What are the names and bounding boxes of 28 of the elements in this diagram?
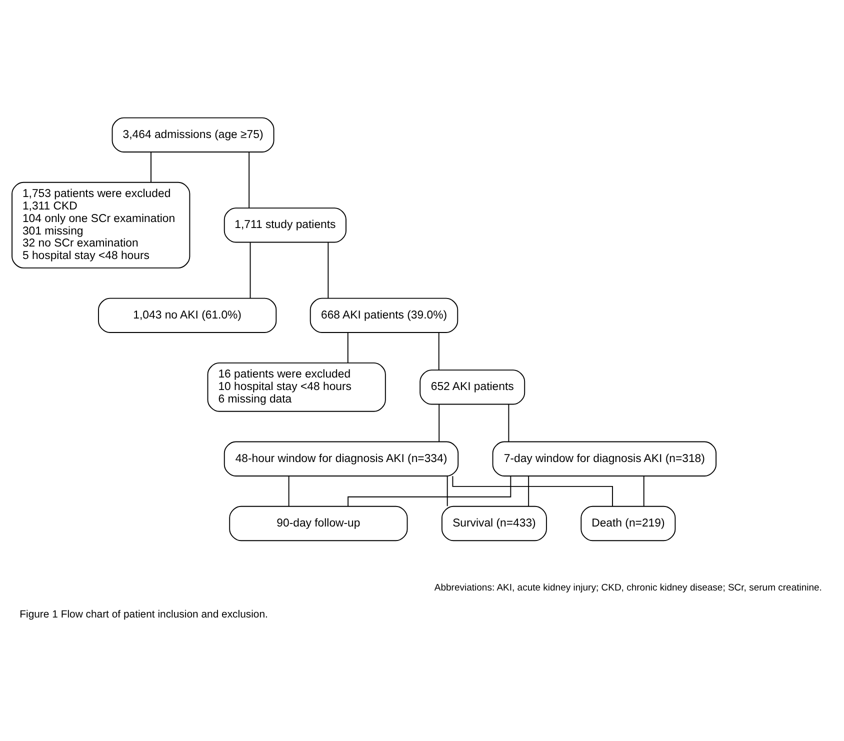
- node-box: Survival (n=433): [441, 505, 547, 541]
- connector: [288, 475, 290, 506]
- connector: [528, 475, 530, 506]
- node-box: 1,043 no AKI (61.0%): [98, 297, 277, 332]
- connector: [438, 332, 440, 370]
- connector: [250, 242, 251, 298]
- node-box: 48-hour window for diagnosis AKI (n=334): [224, 440, 459, 476]
- connector: [348, 475, 512, 506]
- node-box: Death (n=219): [580, 505, 676, 541]
- node-box: 7-day window for diagnosis AKI (n=318): [492, 440, 717, 476]
- connector: [347, 332, 348, 363]
- node-box: 16 patients were excluded 10 hospital stay <48 hours 6 missing data: [207, 362, 386, 412]
- connector: [248, 151, 250, 208]
- connector: [328, 242, 329, 298]
- connector: [438, 404, 440, 442]
- connector: [643, 475, 644, 506]
- node-box: 1,711 study patients: [224, 207, 346, 242]
- node-box: 90-day follow-up: [229, 505, 408, 541]
- connector: [508, 404, 510, 442]
- connector: [446, 475, 448, 506]
- label: Abbreviations: AKI, acute kidney injury; CKD, chronic kidney disease; SCr, serum creatinine.: [434, 582, 822, 593]
- connector: [150, 151, 152, 182]
- node-box: 652 AKI patients: [420, 369, 526, 404]
- node-box: 1,753 patients were excluded 1,311 CKD 104 only one SCr examination 301 missing 32 no SCr examination 5 hospital stay <48 hours: [12, 181, 190, 268]
- caption: Figure 1 Flow chart of patient inclusion and exclusion.: [20, 608, 268, 620]
- node-box: 3,464 admissions (age ≥75): [112, 116, 274, 152]
- node-box: 668 AKI patients (39.0%): [310, 297, 458, 332]
- connector: [452, 475, 613, 506]
